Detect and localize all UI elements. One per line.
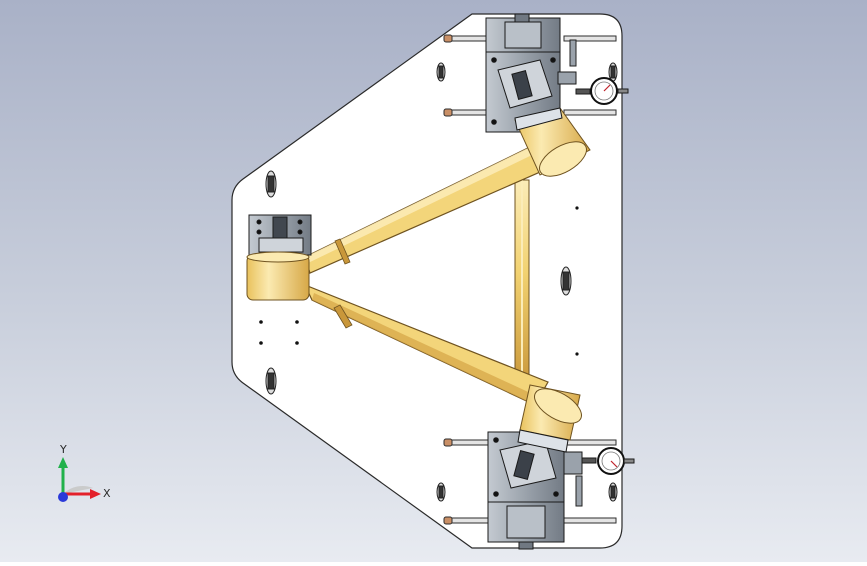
- left-mount: [246, 214, 312, 301]
- z-axis-dot: [58, 492, 68, 502]
- locating-rods-top: [443, 34, 617, 117]
- lower-right-fixture: [487, 384, 635, 550]
- y-axis-label: Y: [59, 443, 67, 456]
- coordinate-triad: Y X: [58, 443, 111, 502]
- toggle-clamps: [265, 39, 618, 507]
- lower-cylinder-joint: [517, 384, 582, 453]
- support-strut: [514, 179, 530, 386]
- locating-rods-bottom: [443, 438, 617, 525]
- x-axis-label: X: [103, 487, 111, 500]
- upper-cylinder-joint: [514, 107, 591, 177]
- dial-indicator-bottom: [581, 447, 635, 475]
- dial-indicator-top: [575, 77, 629, 105]
- x-axis-arrow: [90, 489, 101, 499]
- y-axis-arrow: [58, 457, 68, 468]
- triad-plane: [63, 485, 93, 494]
- upper-right-fixture: [485, 13, 629, 177]
